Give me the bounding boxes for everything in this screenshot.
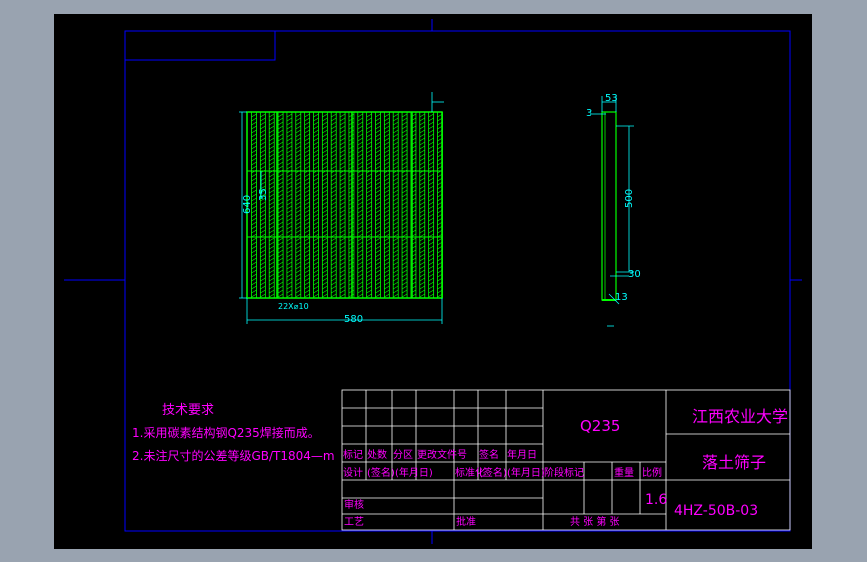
sieve-bar xyxy=(286,112,293,298)
sieve-bar xyxy=(357,112,364,298)
dim-side-bottom: 30 xyxy=(628,269,641,280)
dim-front-height: 640 xyxy=(242,195,253,214)
stage-mark-label: 阶段标记 xyxy=(544,466,584,479)
design-sign: (签名) xyxy=(367,466,395,479)
code-box xyxy=(124,30,276,61)
hdr-date: 年月日 xyxy=(507,448,537,461)
dim-front-spacing: 35 xyxy=(258,188,269,201)
cad-drawing: 640 35 580 22X⌀10 53 3 500 30 13 技术要求 1.… xyxy=(64,19,802,544)
side-profile xyxy=(601,111,617,301)
sieve-bar xyxy=(437,112,443,298)
standardize-date: (年月日) xyxy=(507,466,545,479)
sieve-bar xyxy=(259,112,266,298)
hdr-count: 处数 xyxy=(367,448,387,461)
side-view xyxy=(601,111,617,301)
sieve-bar xyxy=(419,112,426,298)
side-dimensions xyxy=(592,96,634,327)
hdr-mark: 标记 xyxy=(343,449,363,461)
sieve-bar xyxy=(339,112,346,298)
sieve-bar xyxy=(401,112,408,298)
sieve-bar xyxy=(295,112,302,298)
sieve-bar xyxy=(366,112,373,298)
sieve-bar xyxy=(321,112,328,298)
process-label: 工艺 xyxy=(344,516,364,528)
sheet-label: 共 张 第 张 xyxy=(570,515,620,528)
standardize-label: 标准化 xyxy=(455,466,485,479)
drawing-canvas: 640 35 580 22X⌀10 53 3 500 30 13 技术要求 1.… xyxy=(54,14,812,549)
dim-front-bars: 22X⌀10 xyxy=(278,302,309,311)
school-name: 江西农业大学 xyxy=(692,407,788,426)
drawing-border xyxy=(124,30,791,532)
hdr-sign: 签名 xyxy=(479,448,499,461)
hdr-zone: 分区 xyxy=(393,449,413,461)
material-label: Q235 xyxy=(580,417,620,435)
design-label: 设计 xyxy=(343,466,363,479)
dim-side-top: 53 xyxy=(605,93,618,104)
scale-value: 1.6 xyxy=(645,492,667,508)
drawing-number: 4HZ-50B-03 xyxy=(674,503,758,519)
sieve-frame xyxy=(246,111,443,299)
tech-requirement-2: 2.未注尺寸的公差等级GB/T1804—m xyxy=(132,448,335,463)
dim-side-foot: 13 xyxy=(615,292,628,303)
dim-side-length: 500 xyxy=(624,189,635,208)
approve-label: 批准 xyxy=(456,515,476,528)
dim-side-thickness: 3 xyxy=(586,108,592,119)
sieve-bar xyxy=(277,112,284,298)
part-name: 落土筛子 xyxy=(702,453,766,472)
front-dimensions xyxy=(239,92,444,324)
weight-label: 重量 xyxy=(614,466,634,479)
sieve-bar xyxy=(392,112,399,298)
sieve-bar xyxy=(268,112,275,298)
front-view xyxy=(246,111,443,299)
tech-requirement-1: 1.采用碳素结构钢Q235焊接而成。 xyxy=(132,425,320,440)
sieve-bar xyxy=(313,112,319,298)
sieve-bar xyxy=(428,112,435,298)
sieve-bar xyxy=(383,112,390,298)
design-date: (年月日) xyxy=(395,466,433,479)
title-block xyxy=(341,389,791,531)
hdr-change: 更改文件号 xyxy=(417,448,467,461)
dim-front-width: 580 xyxy=(344,314,363,325)
tech-requirements-title: 技术要求 xyxy=(162,403,214,418)
scale-label: 比例 xyxy=(642,466,662,479)
sieve-bars xyxy=(251,112,443,298)
review-label: 审核 xyxy=(344,498,364,511)
standardize-sign: (签名) xyxy=(479,466,507,479)
sieve-bar xyxy=(330,112,337,298)
sieve-bar xyxy=(375,112,381,298)
sieve-bar xyxy=(304,112,311,298)
